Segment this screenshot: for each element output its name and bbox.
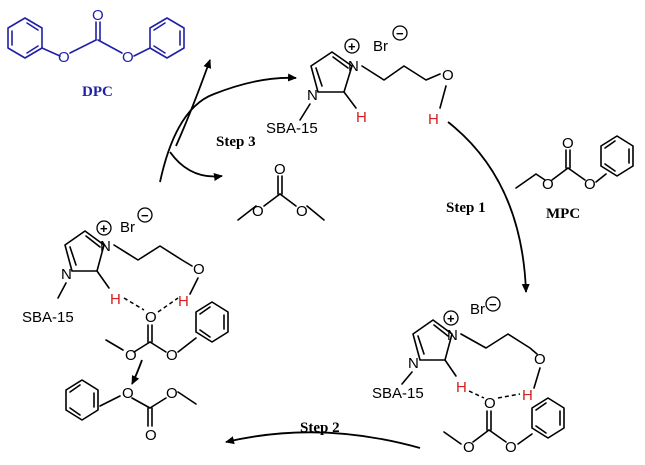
dpc-release-arrow [175, 59, 212, 147]
hydroxyl-hydrogen-right: H [522, 387, 533, 404]
hydroxyl-hydrogen-top: H [428, 111, 439, 128]
cycle-arrows [159, 59, 530, 449]
step3-arrow [159, 73, 297, 183]
dpc-molecule: O O O [7, 7, 185, 66]
mpc-bound-oxygen-methyl-right: O [463, 439, 475, 456]
mpc-bound-oxygen-right: O [484, 395, 496, 412]
c2-hydrogen-right: H [456, 379, 467, 396]
mpc-oxygen-carbonyl: O [562, 135, 574, 152]
step2-arrow [225, 431, 421, 449]
dpc-oxygen-left: O [58, 49, 70, 66]
dpc-phenyl-right [149, 17, 185, 59]
support-left: SBA-15 [22, 309, 74, 326]
ts-dpc-oxygen-carbonyl: O [145, 427, 157, 444]
mpc-molecule: O O O [515, 135, 634, 193]
step1-label: Step 1 [446, 200, 486, 216]
hydroxyl-oxygen-left: O [193, 261, 205, 278]
ts-mpc-oxygen-methyl: O [125, 347, 137, 364]
dmc-molecule: O O O [237, 161, 325, 221]
mpc-label: MPC [546, 206, 580, 222]
minus-charge-right: − [489, 297, 497, 312]
dmc-oxygen-left: O [252, 203, 264, 220]
catalyst-top-n-plus: N [348, 58, 359, 75]
dpc-oxygen-right: O [122, 49, 134, 66]
intermediate-right: N N + Br − O H H SBA-15 O O O [372, 296, 565, 456]
hydroxyl-hydrogen-left: H [178, 293, 189, 310]
plus-charge-top: + [348, 39, 356, 54]
support-top: SBA-15 [266, 120, 318, 137]
ts-n-plus: N [100, 238, 111, 255]
intermediate-right-n: N [408, 355, 419, 372]
ts-mpc-oxygen-carbonyl: O [145, 309, 157, 326]
plus-charge-right: + [447, 311, 455, 326]
c2-hydrogen-left: H [110, 291, 121, 308]
transition-state-left: N N + Br − O H H SBA-15 O O O O [22, 207, 229, 444]
mpc-oxygen-methyl: O [542, 176, 554, 193]
catalyst-top: N N + Br − O H H SBA-15 [266, 25, 454, 137]
bromide-right: Br [470, 301, 485, 318]
step1-arrow [447, 121, 530, 293]
dpc-label: DPC [82, 84, 113, 100]
dmc-oxygen-right: O [296, 203, 308, 220]
mpc-oxygen-phenoxy: O [584, 176, 596, 193]
dmc-oxygen-carbonyl: O [274, 161, 286, 178]
ts-mpc-oxygen-phenoxy: O [166, 347, 178, 364]
bromide-top: Br [373, 38, 388, 55]
dmc-release-arrow [169, 151, 223, 181]
bromide-left: Br [120, 219, 135, 236]
step3-label: Step 3 [216, 134, 256, 150]
step2-label: Step 2 [300, 420, 340, 436]
minus-charge-top: − [396, 26, 404, 41]
hydroxyl-oxygen-right: O [534, 351, 546, 368]
ts-dpc-oxygen-methyl: O [166, 385, 178, 402]
minus-charge-left: − [141, 208, 149, 223]
mpc-phenyl [600, 135, 634, 177]
mpc-bound-oxygen-phenoxy-right: O [505, 439, 517, 456]
c2-hydrogen-top: H [356, 109, 367, 126]
intermediate-right-n-plus: N [447, 327, 458, 344]
catalyst-top-n: N [307, 87, 318, 104]
ts-phenoxide-oxygen: O [122, 385, 134, 402]
hydroxyl-oxygen-top: O [442, 67, 454, 84]
dpc-oxygen-carbonyl: O [92, 7, 104, 24]
plus-charge-left: + [100, 221, 108, 236]
ts-n: N [61, 266, 72, 283]
dpc-phenyl-left [7, 17, 43, 59]
support-right: SBA-15 [372, 385, 424, 402]
